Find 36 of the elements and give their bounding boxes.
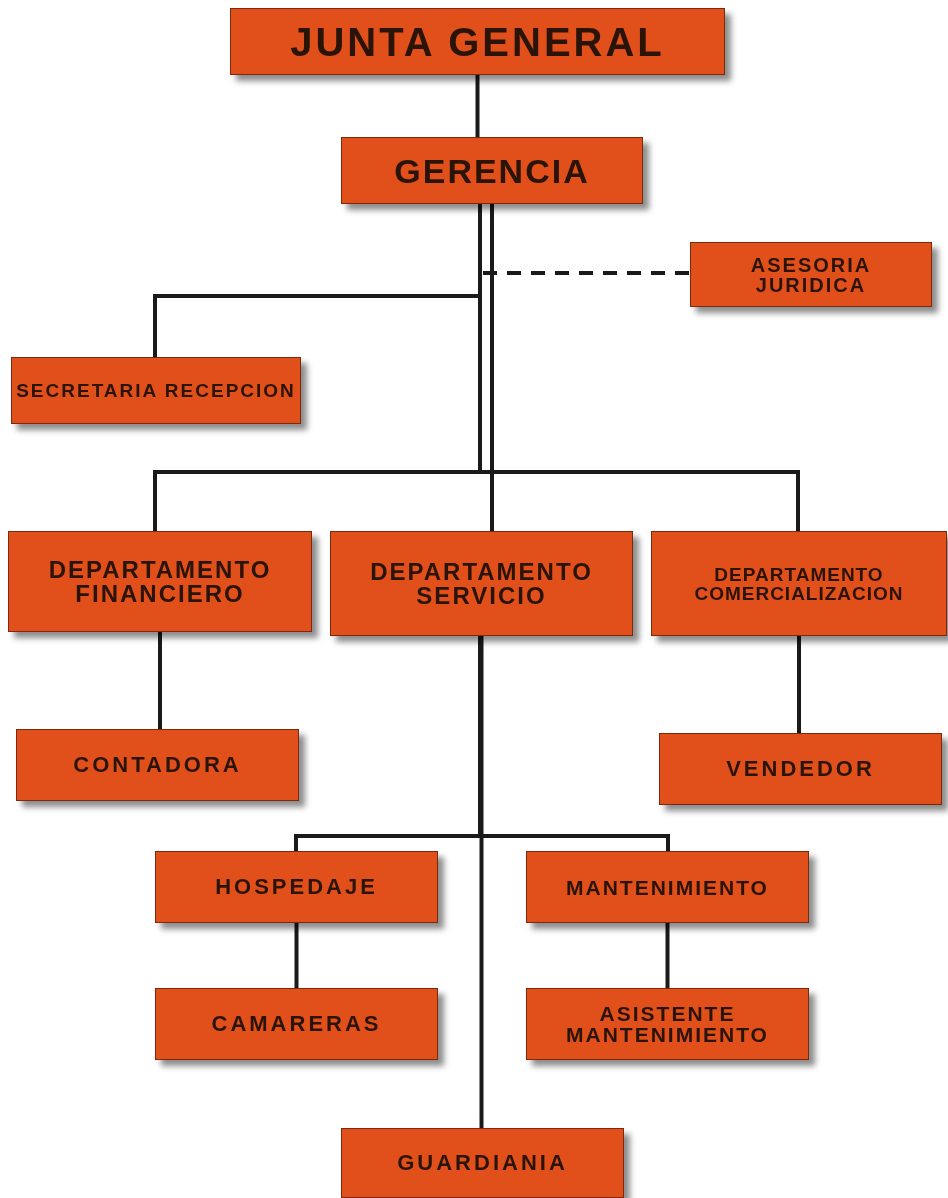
connector-line xyxy=(490,204,494,531)
org-box xyxy=(155,851,438,923)
box-label: DEPARTAMENTO FINANCIERO xyxy=(47,557,273,606)
org-box xyxy=(155,988,438,1060)
org-box xyxy=(526,851,809,923)
connector-line xyxy=(797,636,801,733)
org-box xyxy=(526,988,809,1060)
box-label: ASISTENTE MANTENIMIENTO xyxy=(565,1003,770,1045)
org-box xyxy=(330,531,633,636)
box-label: DEPARTAMENTO COMERCIALIZACION xyxy=(693,564,905,603)
box-label: GUARDIANIA xyxy=(396,1152,569,1174)
org-box xyxy=(659,733,942,805)
box-label: JUNTA GENERAL xyxy=(289,21,666,62)
org-box xyxy=(8,531,312,632)
box-label: CAMARERAS xyxy=(210,1013,383,1035)
connector-line xyxy=(479,636,484,1128)
org-box xyxy=(16,729,299,801)
org-box xyxy=(341,137,643,204)
connector-line xyxy=(665,923,670,988)
org-box xyxy=(690,242,932,307)
box-label: HOSPEDAJE xyxy=(214,876,379,898)
box-label: CONTADORA xyxy=(72,754,243,776)
connector-line xyxy=(478,636,670,851)
org-box xyxy=(230,8,725,75)
org-box xyxy=(11,357,301,424)
org-box xyxy=(651,531,947,636)
org-box xyxy=(341,1128,624,1198)
box-label: SECRETARIA RECEPCION xyxy=(15,381,297,400)
connector-line xyxy=(294,923,299,988)
connector-line xyxy=(158,632,162,729)
box-label: MANTENIMIENTO xyxy=(565,876,770,898)
box-label: DEPARTAMENTO SERVICIO xyxy=(369,559,594,608)
box-label: GERENCIA xyxy=(393,153,591,188)
box-label: VENDEDOR xyxy=(725,758,876,780)
connector-line xyxy=(475,75,480,137)
box-label: ASESORIA JURIDICA xyxy=(749,254,873,295)
